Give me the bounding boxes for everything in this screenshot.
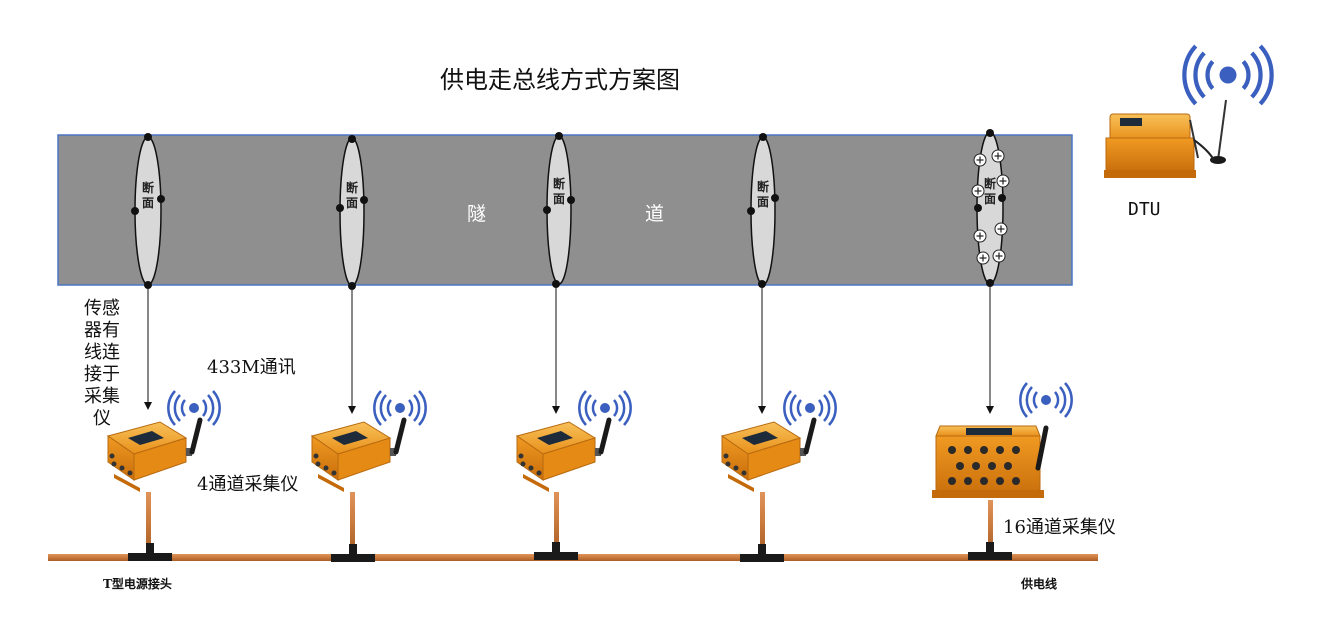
collector-4ch-label: 4通道采集仪 <box>197 474 299 495</box>
wireless-signal-icon <box>1019 381 1073 419</box>
collector-device-icon <box>517 420 609 492</box>
t-connector-icon <box>968 542 1012 560</box>
dtu-wireless-signal-icon <box>1184 46 1271 104</box>
t-connector-icon <box>331 544 375 562</box>
drop-cable <box>350 492 355 554</box>
wireless-signal-icon <box>167 389 221 427</box>
wireless-signal-icon <box>578 389 632 427</box>
section-label: 断面 <box>345 181 358 210</box>
section-label: 断面 <box>983 177 996 206</box>
diagram-title: 供电走总线方式方案图 <box>440 66 680 94</box>
antenna-icon <box>1217 99 1227 161</box>
section-3 <box>543 132 575 288</box>
drop-cable <box>760 492 765 554</box>
sensor-note: 传感器有线连接于采集仪 <box>84 298 120 429</box>
section-label: 断面 <box>756 180 769 209</box>
collector-device-icon <box>108 420 200 492</box>
section-4 <box>747 133 779 288</box>
t-connector-icon <box>534 542 578 560</box>
t-connector-icon <box>740 544 784 562</box>
collector-16ch-label: 16通道采集仪 <box>1003 517 1116 538</box>
dtu-device-icon <box>1104 99 1227 178</box>
tunnel-label-2: 道 <box>645 203 665 225</box>
wireless-signal-icon <box>783 389 837 427</box>
comm-433-label: 433M通讯 <box>207 357 296 378</box>
drop-cable <box>988 500 993 554</box>
tunnel-label-1: 隧 <box>467 203 487 225</box>
section-2 <box>336 135 368 290</box>
t-connector-icon <box>128 543 172 561</box>
collector-16ch-device-icon <box>932 425 1049 498</box>
collector-device-icon <box>312 420 404 492</box>
sensor-plus-icon <box>973 153 987 167</box>
wireless-signal-icon <box>373 389 427 427</box>
section-label: 断面 <box>552 177 565 206</box>
collector-device-icon <box>722 420 814 492</box>
drop-cable <box>554 492 559 552</box>
power-line-label: 供电线 <box>1021 577 1058 591</box>
section-5 <box>971 129 1010 287</box>
section-1 <box>131 133 165 289</box>
drop-cable <box>146 492 151 554</box>
t-connector-label: T型电源接头 <box>103 577 172 591</box>
dtu-label: DTU <box>1128 199 1161 220</box>
section-label: 断面 <box>141 181 154 210</box>
